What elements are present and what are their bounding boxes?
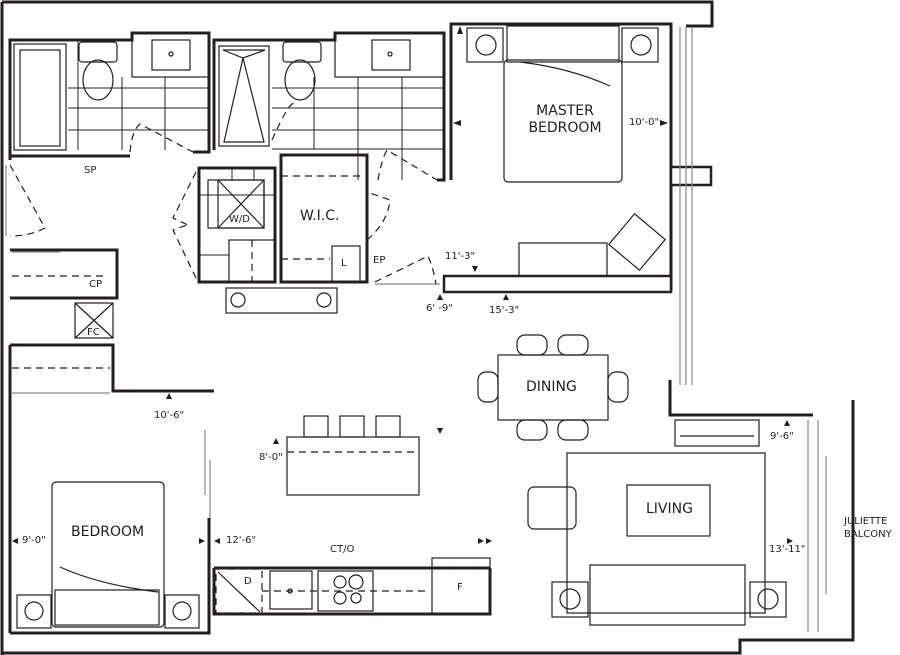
walk-in-closet: [279, 153, 440, 286]
laundry-closet: [172, 166, 277, 284]
dim-master-width: 10'-0": [629, 117, 660, 128]
dim-master-depth-b: 15'-3": [489, 305, 520, 316]
room-label-living: LIVING: [646, 501, 693, 517]
bedroom-walls: [8, 343, 214, 635]
dimension-arrows: [12, 26, 793, 544]
dim-island: 8'-0": [259, 452, 283, 463]
dim-bedroom-a: 10'-6": [154, 410, 185, 421]
dim-bedroom-width: 9'-0": [22, 535, 46, 546]
fixture-label-sp: SP: [84, 165, 97, 176]
fixture-label-ep: EP: [373, 255, 386, 266]
room-label-bedroom: BEDROOM: [71, 524, 145, 540]
entry-door: [5, 164, 46, 237]
ceiling-lights-hall: [225, 287, 338, 314]
kitchen-island: [286, 415, 420, 496]
exterior-walls: [0, 0, 855, 655]
fixture-label-cto: CT/O: [330, 544, 355, 555]
master-bedroom-walls: [442, 22, 713, 385]
room-label-juliette-balcony: JULIETTE BALCONY: [844, 517, 892, 540]
kitchen-counter: [212, 557, 492, 616]
master-bedroom-line2: BEDROOM: [528, 120, 602, 136]
juliette-balcony-window: [807, 420, 827, 632]
fixture-label-f: F: [457, 582, 463, 593]
fixture-label-fc: FC: [87, 327, 100, 338]
room-label-dining: DINING: [526, 379, 577, 395]
dim-master-depth-a: 11'-3": [445, 251, 476, 262]
coat-closet: [10, 248, 119, 339]
bathroom-2: [212, 31, 446, 182]
balcony-line2: BALCONY: [844, 529, 892, 540]
fixture-label-d: D: [244, 576, 252, 587]
room-label-wic: W.I.C.: [300, 208, 340, 224]
living-furniture: [527, 419, 787, 626]
dim-hall-a: 6' -9": [426, 303, 453, 314]
fixture-label-wd: W/D: [229, 214, 250, 225]
master-bed: [466, 25, 667, 277]
dim-living-a: 9'-6": [770, 431, 794, 442]
balcony-line1: JULIETTE: [844, 516, 888, 527]
fixture-label-l: L: [341, 258, 347, 269]
room-label-master-bedroom: MASTER BEDROOM: [520, 104, 610, 135]
master-bedroom-line1: MASTER: [536, 103, 594, 119]
dim-living-b: 13'-11": [769, 544, 806, 555]
dim-bedroom-depth: 12'-6": [226, 535, 257, 546]
dining-table: [477, 334, 629, 441]
bathroom-1: [8, 31, 211, 160]
fixture-label-cp: CP: [89, 279, 103, 290]
